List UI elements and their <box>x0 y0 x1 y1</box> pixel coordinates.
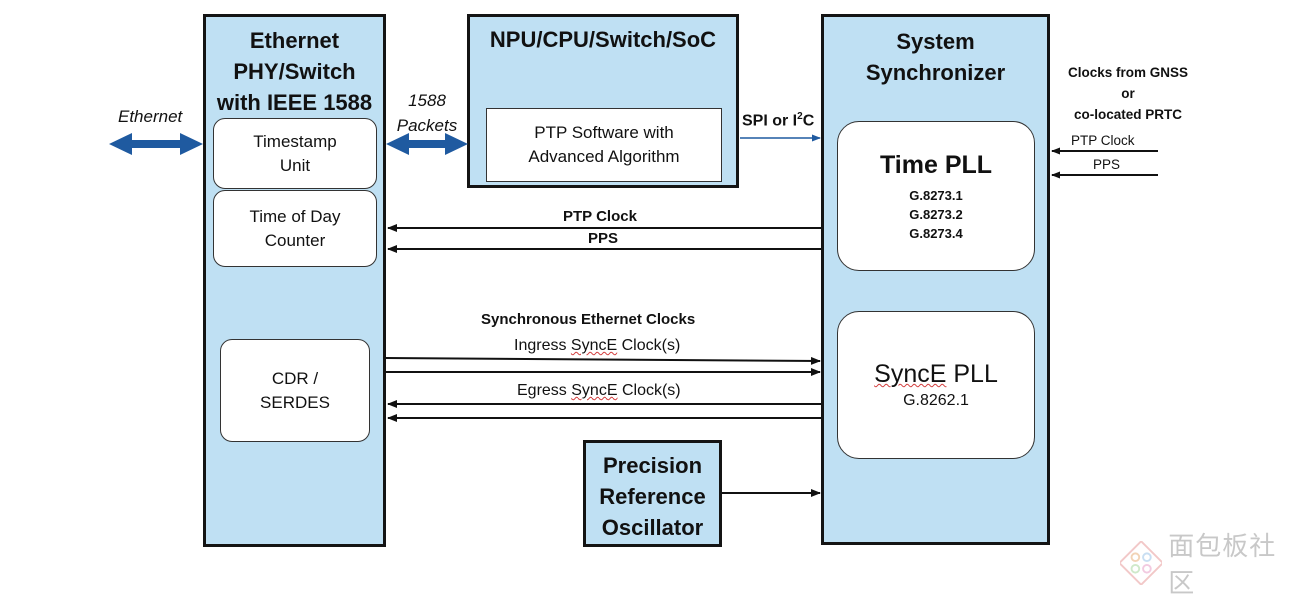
cdr-serdes-line-1: CDR / <box>271 368 319 388</box>
time-pll-standard-1: G.8273.1 <box>909 188 963 203</box>
spi-label-text: SPI or I <box>742 112 798 130</box>
ptp-software-box: PTP Software with Advanced Algorithm <box>486 108 722 182</box>
gnss-label: Clocks from GNSS or co-located PRTC <box>1058 62 1198 125</box>
oscillator-title-line-2: Reference <box>599 484 706 509</box>
ethernet-double-arrow <box>109 133 203 155</box>
spi-label-end: C <box>802 112 815 130</box>
synce-pll-title-prefix: SyncE <box>874 360 947 388</box>
gnss-label-line-1: Clocks from GNSS <box>1067 65 1189 80</box>
timestamp-unit-box: Timestamp Unit <box>213 118 377 189</box>
npu-cpu-soc-block: NPU/CPU/Switch/SoC PTP Software with Adv… <box>467 14 739 188</box>
tod-counter-line-1: Time of Day <box>249 206 341 226</box>
oscillator-title-line-3: Oscillator <box>601 515 704 540</box>
ptp-software-line-2: Advanced Algorithm <box>528 147 680 166</box>
synce-pll-title: SyncE PLL <box>874 358 998 390</box>
timestamp-unit-line-2: Unit <box>279 155 311 175</box>
connector-lines <box>109 133 1158 497</box>
packets-label-line-2: Packets <box>396 116 458 135</box>
timestamp-unit-line-1: Timestamp <box>253 131 337 151</box>
ext-ptp-clock-label: PTP Clock <box>1071 133 1135 148</box>
ethernet-label: Ethernet <box>118 107 183 126</box>
spi-label-sup: 2 <box>797 111 803 122</box>
gnss-label-line-3: co-located PRTC <box>1073 107 1182 122</box>
synce-pll-box: SyncE PLL G.8262.1 <box>837 311 1035 459</box>
ingress-synce-arrow-1 <box>385 356 821 365</box>
ptp-clock-label: PTP Clock <box>563 208 637 225</box>
cdr-serdes-box: CDR / SERDES <box>220 339 370 442</box>
ext-pps-label: PPS <box>1093 157 1121 172</box>
packets-label: 1588 Packets <box>392 88 462 138</box>
synchronizer-title-line-1: System <box>896 29 975 54</box>
egress-label-prefix: Egress <box>517 382 567 399</box>
watermark: 面包板社区 <box>1120 526 1298 600</box>
synchronizer-title-line-2: Synchronizer <box>865 60 1006 85</box>
tod-counter-line-2: Counter <box>264 230 326 250</box>
packets-double-arrow <box>386 133 468 155</box>
ptp-software-line-1: PTP Software with <box>534 123 674 142</box>
ingress-label-prefix: Ingress <box>514 337 567 354</box>
synce-pll-standard: G.8262.1 <box>903 392 969 409</box>
egress-synce-label: Egress SyncE Clock(s) <box>517 382 681 400</box>
time-pll-standard-2: G.8273.2 <box>909 207 963 222</box>
cdr-serdes-line-2: SERDES <box>260 392 330 412</box>
npu-block-title: NPU/CPU/Switch/SoC <box>489 27 717 52</box>
ingress-synce-label: Ingress SyncE Clock(s) <box>514 337 680 355</box>
synce-pll-title-suffix: PLL <box>953 360 998 388</box>
synce-clocks-label: Synchronous Ethernet Clocks <box>481 311 696 328</box>
ethernet-phy-switch-block: Ethernet PHY/Switch with IEEE 1588 Times… <box>203 14 386 547</box>
time-pll-box: Time PLL G.8273.1 G.8273.2 G.8273.4 <box>837 121 1035 271</box>
time-of-day-counter-box: Time of Day Counter <box>213 190 377 267</box>
synchronizer-title: System Synchronizer <box>824 26 1047 88</box>
watermark-text: 面包板社区 <box>1168 531 1277 598</box>
oscillator-title: Precision Reference Oscillator <box>586 450 719 543</box>
gnss-label-line-2: or <box>1121 86 1135 101</box>
spi-i2c-label: SPI or I2C <box>742 111 814 130</box>
system-synchronizer-block: System Synchronizer Time PLL G.8273.1 G.… <box>821 14 1050 545</box>
time-pll-title: Time PLL <box>879 151 993 179</box>
precision-reference-oscillator-block: Precision Reference Oscillator <box>583 440 722 547</box>
ethernet-block-title: Ethernet PHY/Switch with IEEE 1588 <box>206 25 383 118</box>
pps-label: PPS <box>588 230 619 247</box>
ingress-label-word: SyncE <box>570 337 618 354</box>
ethernet-title-line-1: Ethernet <box>249 28 340 53</box>
ingress-label-suffix: Clock(s) <box>621 337 681 354</box>
time-pll-standard-3: G.8273.4 <box>909 226 963 241</box>
packets-label-line-1: 1588 <box>408 91 446 110</box>
watermark-logo-icon <box>1120 541 1163 585</box>
ethernet-title-line-3: with IEEE 1588 <box>216 90 373 115</box>
egress-label-word: SyncE <box>571 382 618 399</box>
egress-label-suffix: Clock(s) <box>621 382 681 399</box>
ethernet-title-line-2: PHY/Switch <box>233 59 356 84</box>
oscillator-title-line-1: Precision <box>602 453 703 478</box>
